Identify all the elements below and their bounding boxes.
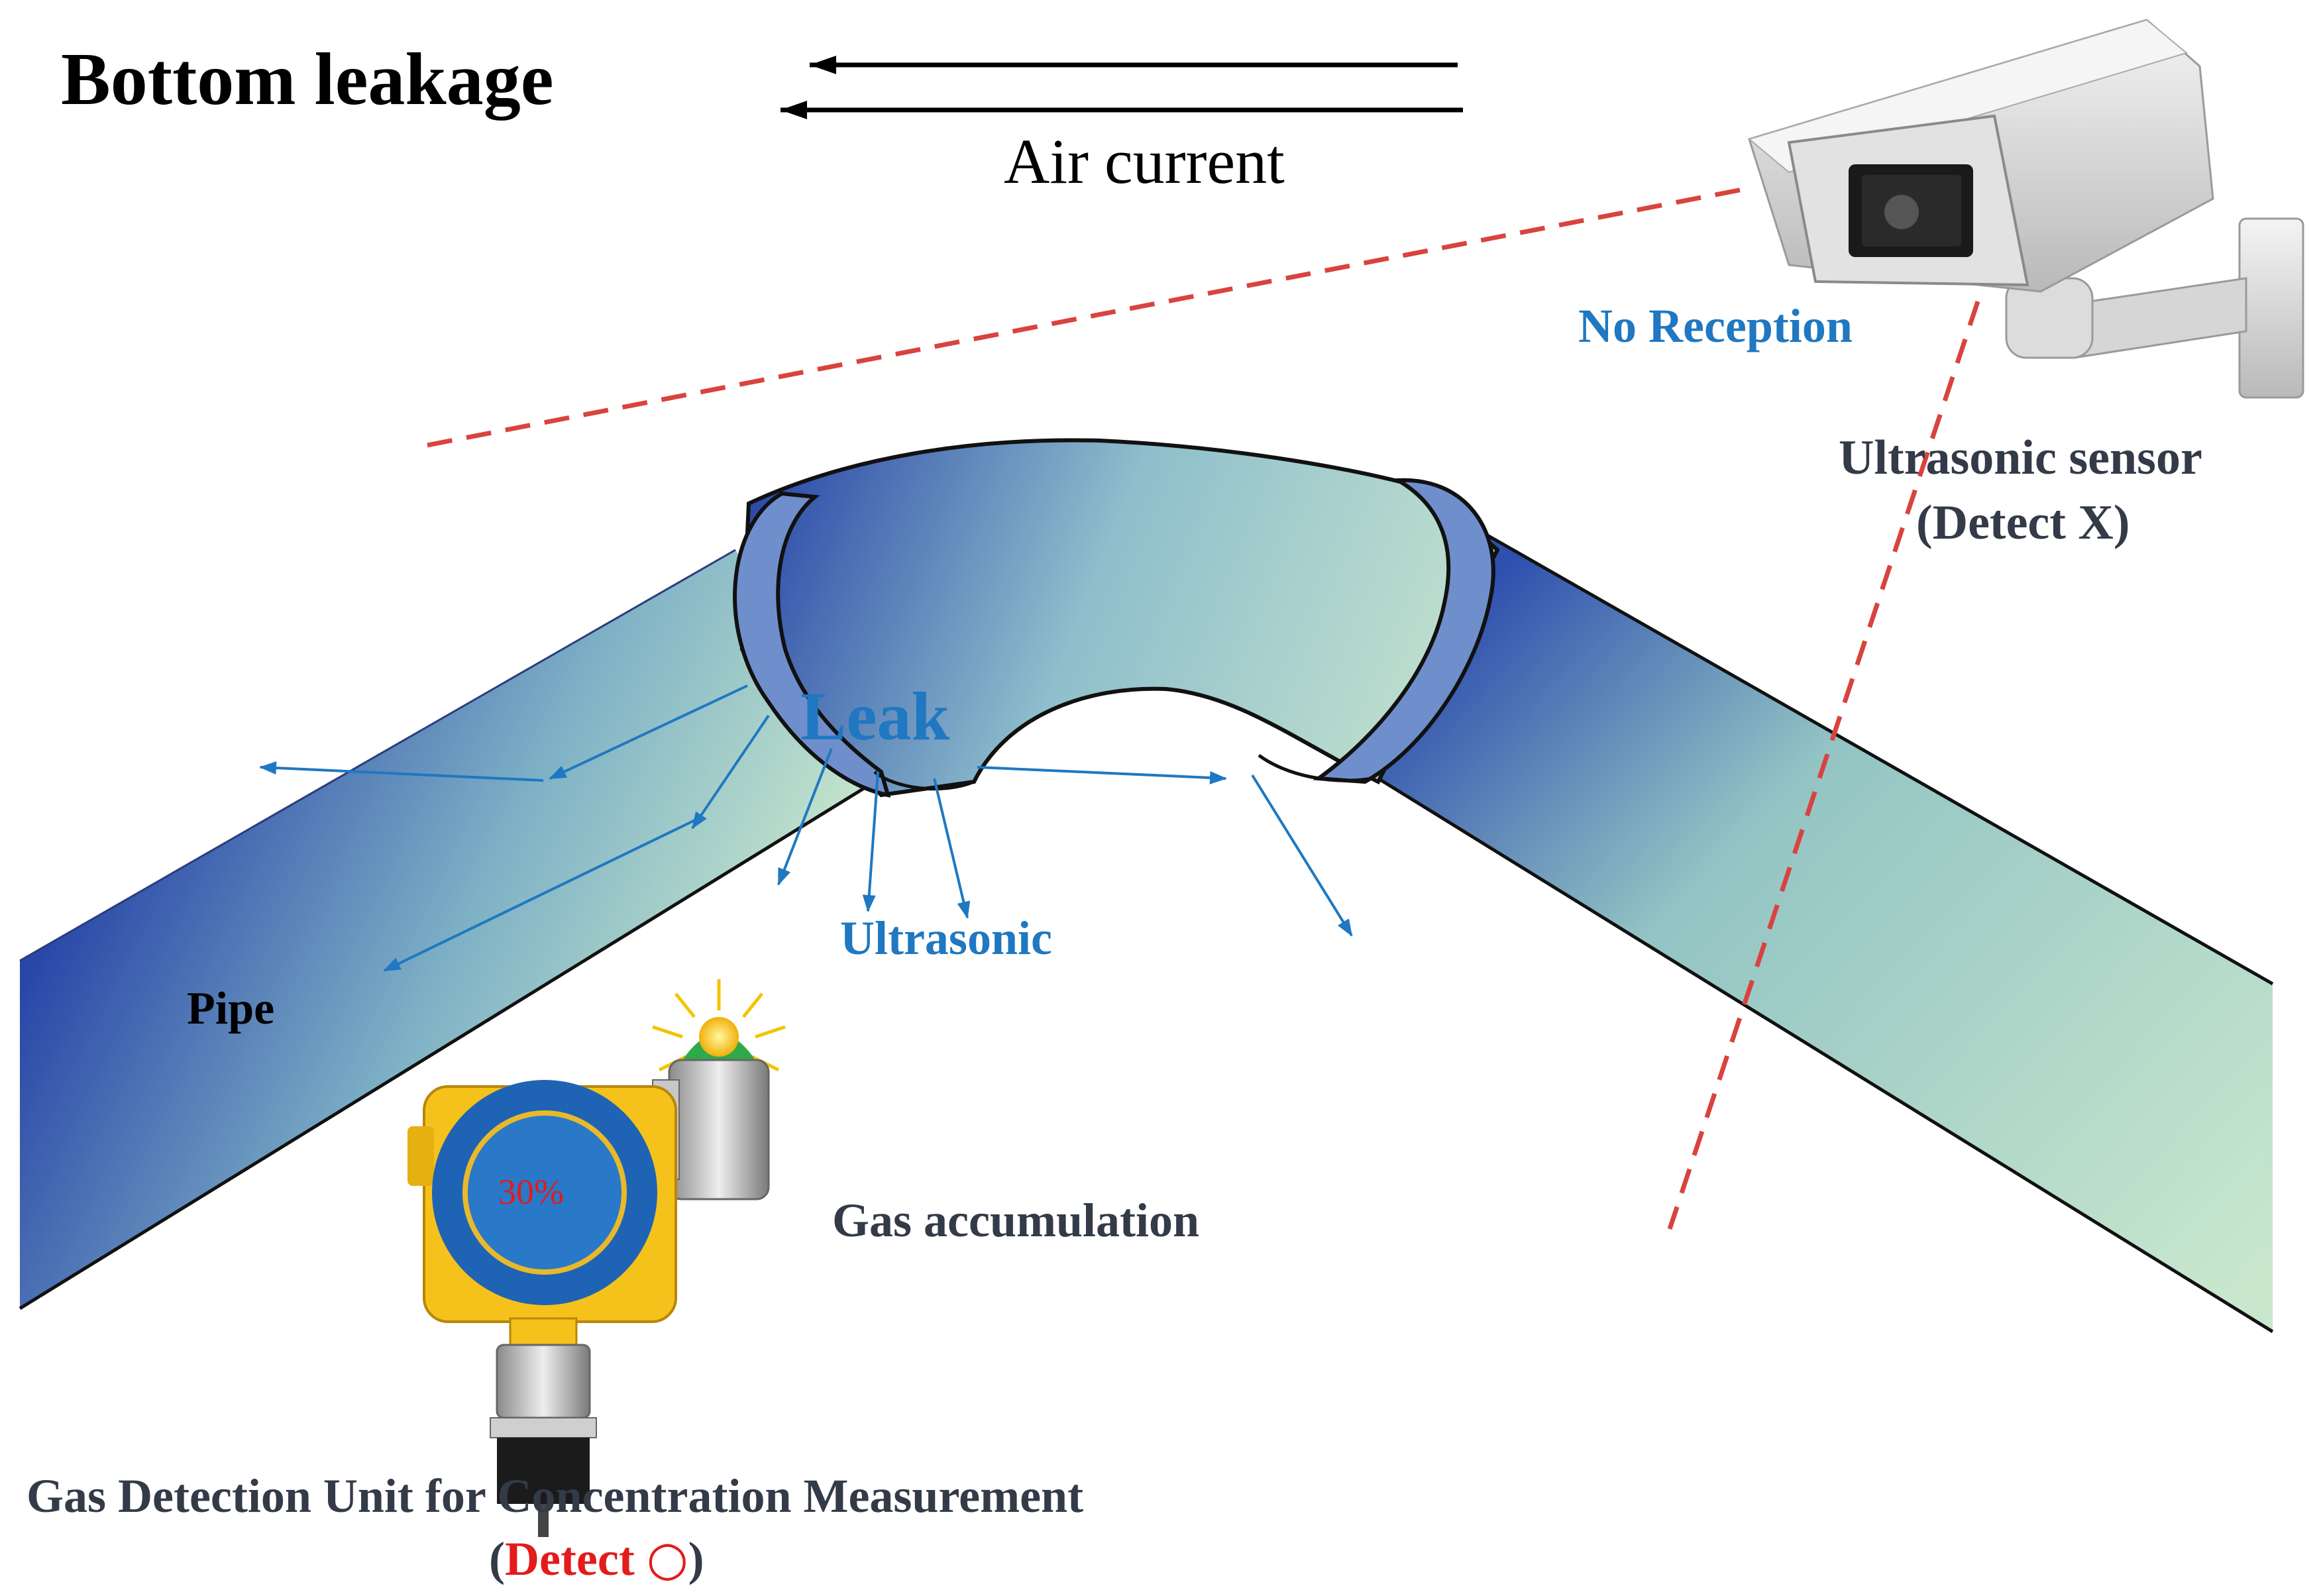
gas-detection-detect-label: (Detect ○)	[489, 1534, 704, 1583]
sightline-lower	[1667, 300, 1980, 1230]
wave-arrow	[259, 761, 544, 782]
pipe-ring-right	[1313, 478, 1495, 784]
sensor-sightlines	[427, 186, 1980, 1230]
air-current-arrowhead-bottom	[781, 101, 807, 119]
pipe-elbow	[733, 438, 1500, 798]
detect-close-paren: )	[688, 1532, 704, 1585]
air-current-arrowhead-top	[810, 56, 836, 74]
ultrasonic-waves	[259, 684, 1353, 972]
no-reception-label: No Reception	[1578, 299, 1853, 352]
leak-label: Leak	[800, 678, 950, 755]
alarm-light-icon	[652, 979, 786, 1072]
gas-accumulation-label: Gas accumulation	[832, 1194, 1200, 1247]
pipe-left	[19, 549, 876, 1310]
wave-arrow	[691, 714, 770, 829]
detect-open-paren: (	[489, 1532, 505, 1585]
air-current-arrows	[781, 56, 1463, 119]
sightline-upper	[427, 186, 1747, 448]
diagram-title: Bottom leakage	[61, 38, 554, 121]
ultrasonic-sensor-camera-icon	[1747, 19, 2304, 399]
pipe-ring-left	[733, 491, 891, 798]
wave-arrow	[933, 778, 971, 919]
ultrasonic-label: Ultrasonic	[840, 912, 1052, 965]
gas-detector-icon	[407, 979, 786, 1537]
detect-symbol-icon: ○	[646, 1530, 688, 1586]
ultrasonic-sensor-detect-label: (Detect X)	[1916, 496, 2130, 550]
pipe-label: Pipe	[187, 983, 275, 1034]
wave-arrow	[1251, 774, 1353, 937]
wave-arrow	[777, 748, 833, 886]
detect-word: Detect	[504, 1532, 635, 1585]
wave-arrow	[383, 817, 700, 972]
detector-display-value: 30%	[498, 1172, 564, 1212]
wave-arrow	[862, 771, 879, 912]
wave-arrow	[549, 684, 748, 780]
pipe-right	[1377, 533, 2274, 1334]
gas-detection-unit-label: Gas Detection Unit for Concentration Mea…	[27, 1469, 1084, 1522]
wave-arrow	[977, 766, 1227, 784]
air-current-label: Air current	[1004, 126, 1285, 197]
ultrasonic-sensor-label: Ultrasonic sensor	[1839, 431, 2202, 485]
